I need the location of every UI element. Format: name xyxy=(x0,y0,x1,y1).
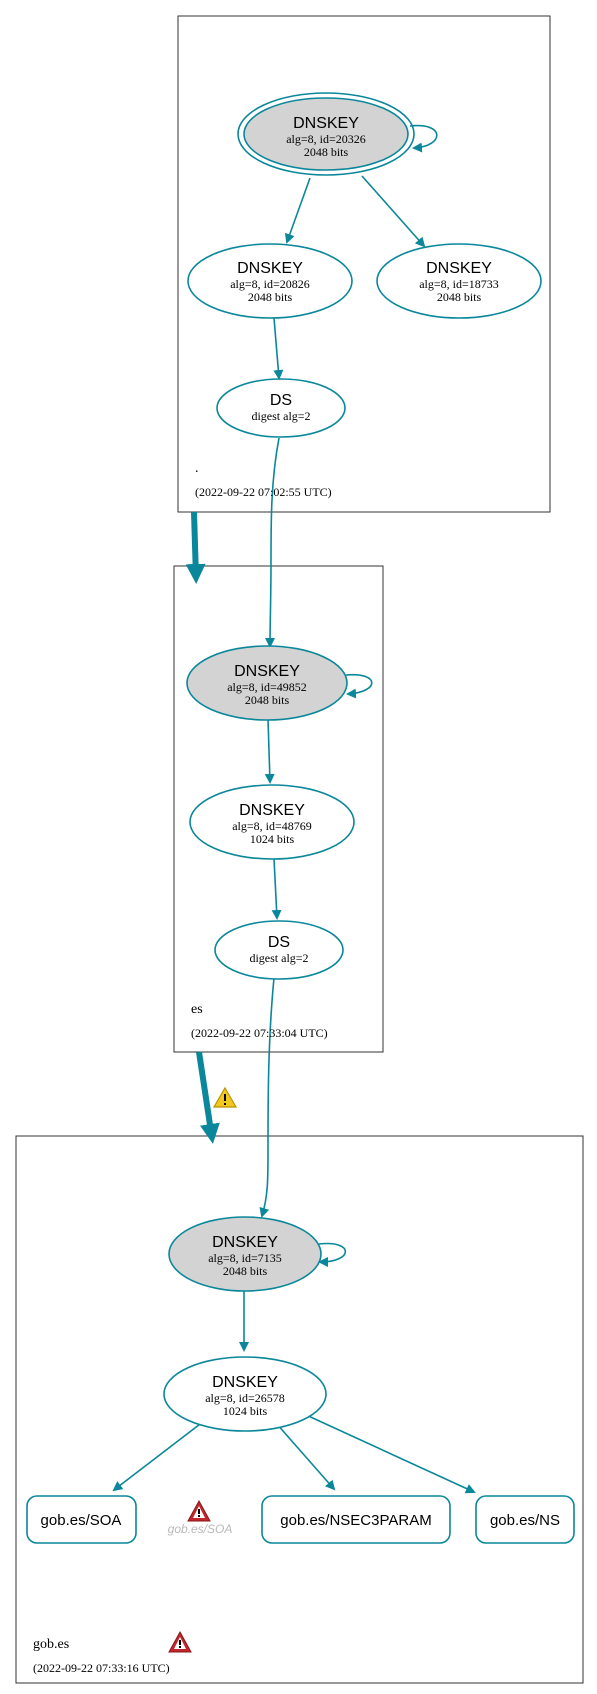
gob-ksk-line2: 2048 bits xyxy=(223,1264,268,1278)
es-ksk-self-edge xyxy=(345,673,373,699)
gob-ksk-line1: alg=8, id=7135 xyxy=(208,1251,282,1265)
zone-root-name: . xyxy=(195,461,199,476)
root-zsk1-type: DNSKEY xyxy=(237,260,303,277)
delegation-es-to-gob xyxy=(196,1051,220,1144)
zone-gob-es-name: gob.es xyxy=(33,1637,69,1652)
gob-zsk-node[interactable]: DNSKEY alg=8, id=26578 1024 bits xyxy=(163,1356,327,1432)
error-icon[interactable] xyxy=(168,1630,192,1653)
root-ds-node[interactable]: DS digest alg=2 xyxy=(216,378,346,438)
edge-es-ksk-zsk xyxy=(264,718,275,784)
es-ksk-line2: 2048 bits xyxy=(245,693,290,707)
es-ds-line1: digest alg=2 xyxy=(249,951,308,965)
es-ds-node[interactable]: DS digest alg=2 xyxy=(214,920,344,980)
zone-es-name: es xyxy=(191,1002,203,1017)
root-ksk-node[interactable]: DNSKEY alg=8, id=20326 2048 bits xyxy=(237,92,415,176)
root-zsk1-line1: alg=8, id=20826 xyxy=(230,277,310,291)
root-zsk2-line1: alg=8, id=18733 xyxy=(419,277,499,291)
error-icon[interactable] xyxy=(187,1499,211,1522)
delegation-root-to-es xyxy=(185,511,206,584)
gob-zsk-line1: alg=8, id=26578 xyxy=(205,1391,285,1405)
edge-es-ds-gob-ksk xyxy=(259,977,275,1218)
root-zsk2-node[interactable]: DNSKEY alg=8, id=18733 2048 bits xyxy=(376,243,542,319)
rrset-soa-node[interactable]: gob.es/SOA xyxy=(26,1495,137,1544)
es-ksk-line1: alg=8, id=49852 xyxy=(227,680,307,694)
zone-root-box xyxy=(177,15,551,513)
rrset-soa-label: gob.es/SOA xyxy=(41,1512,122,1529)
root-ksk-self-edge xyxy=(409,124,438,153)
zone-gob-es-box xyxy=(15,1135,584,1684)
root-ds-line1: digest alg=2 xyxy=(251,409,310,423)
warning-icon[interactable] xyxy=(212,1086,238,1108)
root-ksk-line1: alg=8, id=20326 xyxy=(286,132,366,146)
gob-zsk-type: DNSKEY xyxy=(212,1374,278,1391)
es-zsk-line2: 1024 bits xyxy=(250,832,295,846)
root-ds-type: DS xyxy=(270,392,292,409)
missing-soa-label: gob.es/SOA xyxy=(168,1522,233,1536)
es-ksk-type: DNSKEY xyxy=(234,663,300,680)
es-zsk-node[interactable]: DNSKEY alg=8, id=48769 1024 bits xyxy=(189,784,355,860)
rrset-ns-label: gob.es/NS xyxy=(490,1512,560,1529)
gob-ksk-type: DNSKEY xyxy=(212,1234,278,1251)
rrset-nsec3param-label: gob.es/NSEC3PARAM xyxy=(280,1512,431,1529)
root-zsk2-line2: 2048 bits xyxy=(437,290,482,304)
zone-gob-es-timestamp: (2022-09-22 07:33:16 UTC) xyxy=(33,1661,170,1675)
root-zsk2-type: DNSKEY xyxy=(426,260,492,277)
es-ksk-node[interactable]: DNSKEY alg=8, id=49852 2048 bits xyxy=(186,645,348,721)
es-zsk-type: DNSKEY xyxy=(239,802,305,819)
edge-gob-zsk-ns xyxy=(303,1413,476,1494)
edge-gob-zsk-soa xyxy=(112,1420,205,1492)
edge-root-ds-es-ksk xyxy=(265,437,280,648)
zone-es-timestamp: (2022-09-22 07:33:04 UTC) xyxy=(191,1026,328,1040)
edge-es-zsk-ds xyxy=(271,858,282,920)
zone-es-box xyxy=(173,565,384,1053)
edge-root-ksk-zsk1 xyxy=(285,177,311,244)
rrset-nsec3param-node[interactable]: gob.es/NSEC3PARAM xyxy=(261,1495,451,1544)
edge-root-zsk1-ds xyxy=(273,317,284,380)
es-ds-type: DS xyxy=(268,934,290,951)
root-ksk-line2: 2048 bits xyxy=(304,145,349,159)
gob-ksk-self-edge xyxy=(318,1242,347,1267)
root-zsk1-node[interactable]: DNSKEY alg=8, id=20826 2048 bits xyxy=(187,243,353,319)
gob-ksk-node[interactable]: DNSKEY alg=8, id=7135 2048 bits xyxy=(168,1216,322,1292)
root-zsk1-line2: 2048 bits xyxy=(248,290,293,304)
es-zsk-line1: alg=8, id=48769 xyxy=(232,819,312,833)
root-ksk-type: DNSKEY xyxy=(293,115,359,132)
gob-zsk-line2: 1024 bits xyxy=(223,1404,268,1418)
edge-root-ksk-zsk2 xyxy=(361,175,426,248)
zone-root-timestamp: (2022-09-22 07:02:55 UTC) xyxy=(195,485,332,499)
edge-gob-zsk-nsec3param xyxy=(275,1422,336,1491)
rrset-ns-node[interactable]: gob.es/NS xyxy=(475,1495,575,1544)
